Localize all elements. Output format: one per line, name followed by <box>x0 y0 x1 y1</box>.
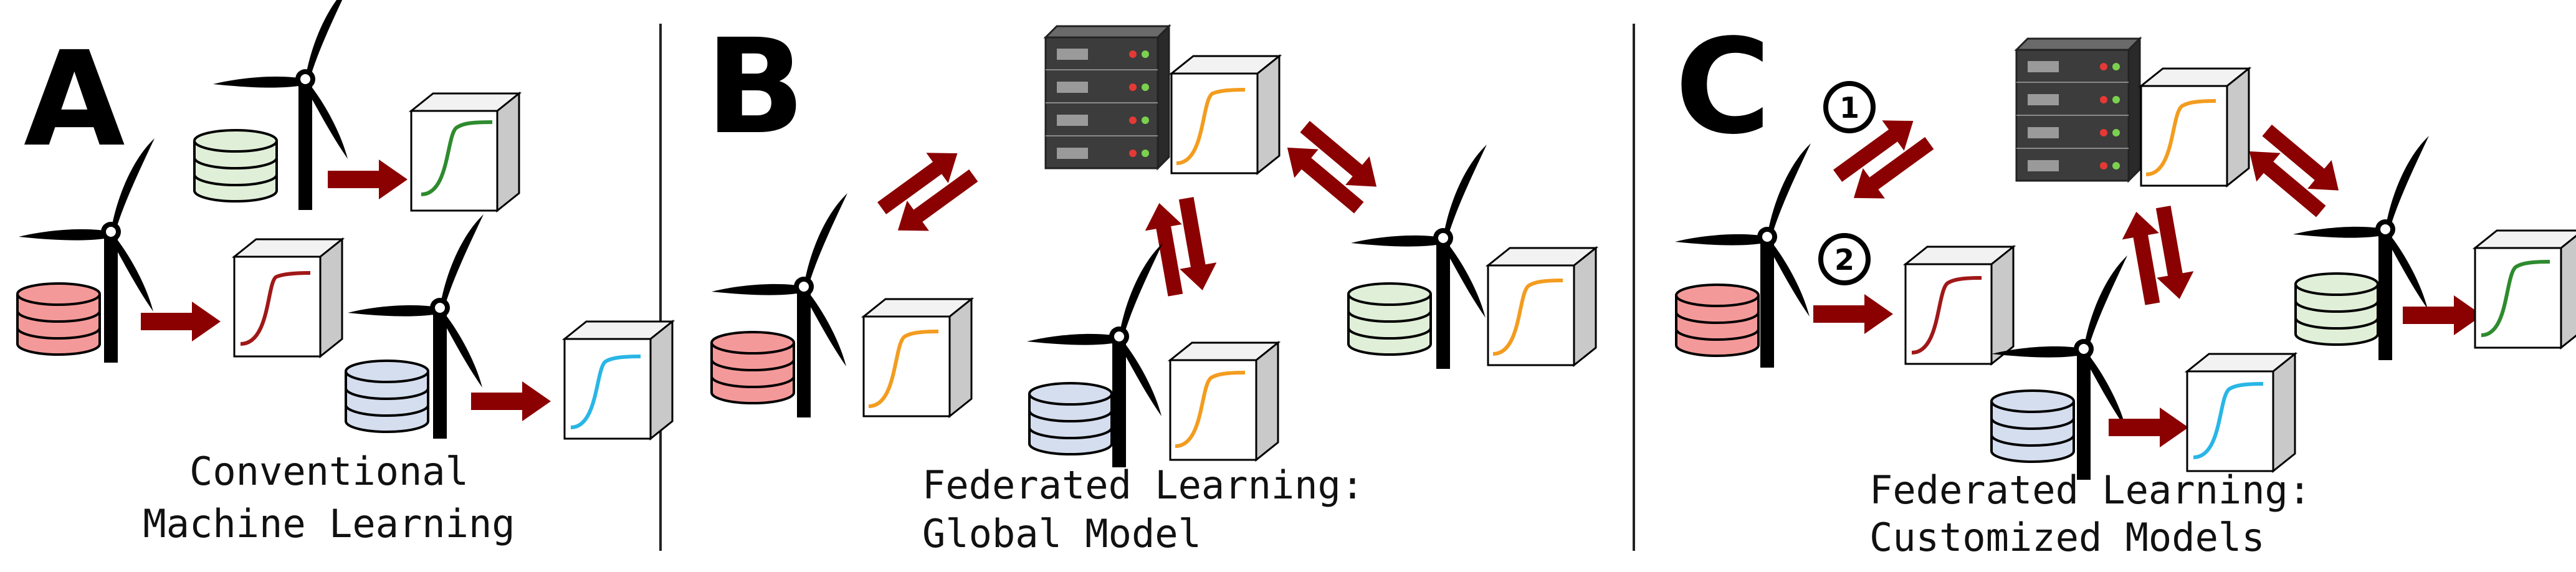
arrow-icon <box>328 160 408 199</box>
database-icon <box>1675 284 1760 357</box>
model-curve <box>1911 276 1982 355</box>
model-curve <box>1176 88 1246 165</box>
step-marker-2 <box>1818 233 1871 285</box>
caption-line-1: Federated Learning: <box>922 462 1364 508</box>
arrow-icon <box>471 381 551 421</box>
arrow-icon <box>1275 112 1389 222</box>
database-icon <box>1028 382 1113 455</box>
database-icon <box>345 360 429 433</box>
arrow-icon <box>2117 203 2198 307</box>
database-icon <box>1347 282 1432 356</box>
model-curve <box>421 120 493 196</box>
arrow-icon <box>1140 194 1221 298</box>
model-curve <box>2193 382 2264 459</box>
caption-line-1: Conventional <box>189 449 469 494</box>
panel-b: B Federated Learning: Global Model <box>705 11 1597 556</box>
step-marker-1 <box>1823 81 1876 133</box>
model-box-icon <box>1904 245 2015 365</box>
model-box-icon <box>563 320 674 440</box>
model-box-icon <box>1170 55 1281 174</box>
model-curve <box>1492 279 1563 356</box>
model-box-icon <box>2474 229 2576 349</box>
database-icon <box>1990 389 2075 463</box>
model-curve <box>1175 371 1246 448</box>
panel-label-c: C <box>1675 11 1771 163</box>
model-curve <box>2481 260 2550 337</box>
caption-line-1: Federated Learning: <box>1869 467 2311 513</box>
model-curve <box>570 355 641 429</box>
panel-a: A Conventional Machine Learning <box>16 0 674 546</box>
database-icon <box>710 331 795 404</box>
panel-label-b: B <box>705 11 805 163</box>
arrow-icon <box>871 138 985 246</box>
caption-line-2: Machine Learning <box>143 501 515 546</box>
server-icon <box>1044 25 1170 169</box>
database-icon <box>16 282 101 356</box>
panel-label-a: A <box>24 23 125 176</box>
step-number-1: 1 <box>1839 91 1859 125</box>
database-icon <box>193 129 278 203</box>
caption-line-2: Global Model <box>922 511 1201 556</box>
model-curve <box>2145 99 2216 176</box>
model-curve <box>868 330 939 408</box>
database-icon <box>2294 272 2379 346</box>
model-curve <box>240 271 311 346</box>
arrow-icon <box>2403 295 2483 335</box>
model-box-icon <box>862 298 973 417</box>
caption-line-2: Customized Models <box>1869 515 2265 560</box>
arrow-icon <box>2237 116 2351 226</box>
arrow-icon <box>141 302 221 341</box>
arrow-icon <box>1813 294 1893 334</box>
server-icon <box>2015 37 2141 182</box>
panel-c: C 1 2 Federated Learning: Custom <box>1675 11 2576 560</box>
step-number-2: 2 <box>1834 243 1854 277</box>
